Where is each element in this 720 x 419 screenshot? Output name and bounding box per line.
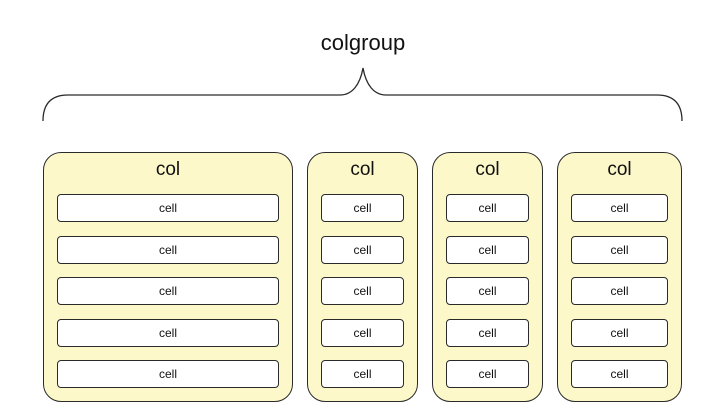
col-box-4: col cell cell cell cell cell <box>557 152 682 402</box>
cell-box: cell <box>446 236 529 264</box>
cell-box: cell <box>571 277 668 305</box>
cell-box: cell <box>321 236 404 264</box>
col-label: col <box>350 159 375 180</box>
cell-box: cell <box>446 194 529 222</box>
cell-box: cell <box>57 360 279 388</box>
cell-box: cell <box>571 194 668 222</box>
cell-box: cell <box>57 319 279 347</box>
col-box-2: col cell cell cell cell cell <box>307 152 418 402</box>
cell-box: cell <box>446 360 529 388</box>
cell-box: cell <box>57 277 279 305</box>
col-label: col <box>155 159 181 180</box>
cell-box: cell <box>571 360 668 388</box>
cell-box: cell <box>446 277 529 305</box>
cell-box: cell <box>446 319 529 347</box>
cell-box: cell <box>321 277 404 305</box>
cell-box: cell <box>321 319 404 347</box>
col-box-1: col cell cell cell cell cell <box>43 152 293 402</box>
col-box-3: col cell cell cell cell cell <box>432 152 543 402</box>
cell-box: cell <box>57 236 279 264</box>
cell-box: cell <box>321 360 404 388</box>
col-label: col <box>607 159 632 180</box>
cell-box: cell <box>57 194 279 222</box>
col-label: col <box>475 159 500 180</box>
colgroup-label: colgroup <box>320 30 406 55</box>
colgroup-brace <box>42 67 683 122</box>
cell-box: cell <box>571 236 668 264</box>
cell-box: cell <box>321 194 404 222</box>
cell-box: cell <box>571 319 668 347</box>
